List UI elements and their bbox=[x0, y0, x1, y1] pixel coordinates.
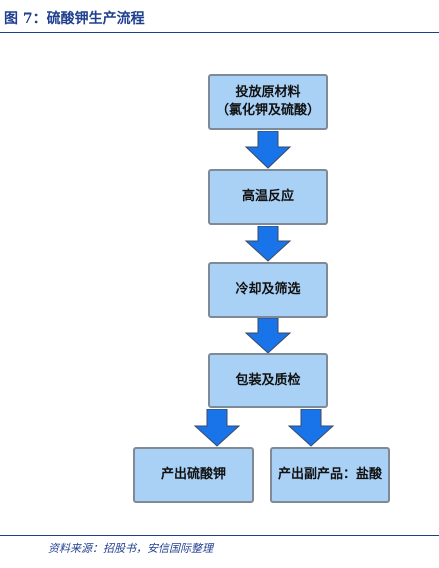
output-byproduct-hydrochloric-acid: 产出副产品：盐酸 bbox=[270, 447, 390, 503]
step-package-and-qc: 包装及质检 bbox=[208, 353, 328, 408]
flow-arrow-right-output bbox=[287, 409, 335, 447]
source-divider bbox=[0, 535, 439, 536]
figure-title: 图 7：硫酸钾生产流程 bbox=[4, 11, 145, 27]
flow-arrow-1 bbox=[244, 131, 292, 169]
step-package-and-qc-label: 包装及质检 bbox=[235, 372, 301, 388]
output-byproduct-label: 产出副产品：盐酸 bbox=[277, 467, 382, 482]
step-cool-and-sieve: 冷却及筛选 bbox=[208, 262, 328, 318]
output-potassium-sulfate-label: 产出硫酸钾 bbox=[160, 467, 226, 482]
step-high-temp-reaction: 高温反应 bbox=[208, 169, 328, 225]
step-high-temp-reaction-label: 高温反应 bbox=[241, 189, 294, 204]
step-raw-materials: 投放原材料 （氯化钾及硫酸） bbox=[208, 74, 328, 130]
flow-arrow-3 bbox=[244, 318, 292, 354]
step-cool-and-sieve-label: 冷却及筛选 bbox=[235, 282, 301, 297]
flow-arrow-2 bbox=[244, 226, 292, 262]
source-note: 资料来源：招股书，安信国际整理 bbox=[48, 542, 213, 555]
output-potassium-sulfate: 产出硫酸钾 bbox=[133, 447, 254, 503]
step-raw-materials-sublabel: （氯化钾及硫酸） bbox=[215, 103, 320, 118]
step-raw-materials-label: 投放原材料 bbox=[235, 85, 301, 100]
title-divider bbox=[0, 32, 439, 33]
flow-arrow-left-output bbox=[193, 409, 241, 447]
